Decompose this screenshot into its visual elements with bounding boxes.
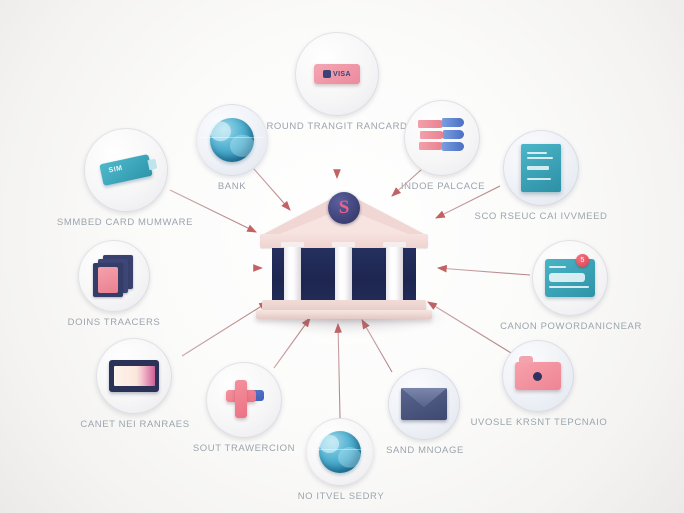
usb-tip [147,158,158,170]
node-canet-nei[interactable]: CANET NEI RANRAES [80,338,189,430]
node-canon-power[interactable]: 5 CANON POWORDANICNEAR [500,240,641,332]
node-bubble [196,104,268,176]
link-uvosle-krsnt [427,301,517,357]
monitor-screen [113,366,155,386]
node-label: SAND MNOAGE [386,445,464,456]
node-bubble [78,240,150,312]
link-smbed-card [169,189,257,233]
node-bubble [502,340,574,412]
link-no-itvel-sedry [334,322,343,419]
book-line [527,152,547,154]
node-doins-traacers[interactable]: DOINS TRAACERS [68,240,160,328]
fan-pages-icon [418,116,466,160]
card-stripe [549,286,589,288]
node-label: ROUND TRANGIT RANCARD [266,121,408,132]
column-3 [383,242,406,307]
node-bubble [388,368,460,440]
node-label: CANET NEI RANRAES [80,419,190,430]
node-label: SCO RSEUC CAI IVVMEED [474,211,608,222]
globe-meridian [196,104,268,176]
usb-stick-icon: SIM [99,154,158,186]
node-label: BANK [217,181,247,192]
chip-text: VISA [333,70,351,78]
node-label: DOINS TRAACERS [67,317,161,328]
bank-seal-icon: S [328,192,360,224]
node-sand-mnoage[interactable]: SAND MNOAGE [386,368,463,456]
node-bubble [503,130,579,206]
building-base [256,310,432,319]
link-canet-nei [181,301,269,357]
pink-camera-icon [515,356,561,390]
fan-leaf [443,130,464,139]
chip-square [323,70,332,78]
node-no-itvel-sedry[interactable]: NO ITVEL SEDRY [298,418,384,502]
node-bank[interactable]: BANK [196,104,268,192]
camera-lens [533,372,542,381]
notification-badge: 5 [576,254,589,267]
cross-pink-stem [235,380,247,418]
node-round-transit-rancard[interactable]: VISA ROUND TRANGIT RANCARD [266,32,407,132]
node-smbed-card[interactable]: SIM SMMBED CARD MUMWARE [57,128,192,228]
node-sout-trawercion[interactable]: SOUT TRAWERCION [193,362,295,454]
teal-form-card-icon: 5 [545,254,595,297]
book-line [527,157,553,159]
fan-leaf [419,142,444,150]
link-canon-power [436,264,531,276]
link-sco-rseuc [435,185,501,219]
globe-parallel [308,449,372,451]
usb-label: SIM [108,164,124,175]
link-sand-mnoage [361,319,393,373]
column-1 [281,242,304,307]
fan-leaf [442,142,464,151]
node-sco-rseuc[interactable]: SCO RSEUC CAI IVVMEED [475,130,607,222]
stylobate [262,300,426,312]
node-indoe-palcace[interactable]: INDOE PALCACE [401,100,484,192]
fan-leaf [442,118,464,127]
node-uvosle-krsnt[interactable]: UVOSLE KRSNT TEPCNAIO [471,340,607,428]
node-label: UVOSLE KRSNT TEPCNAIO [470,417,608,428]
camera-bump [519,356,533,363]
node-bubble: VISA [295,32,379,116]
node-label: INDOE PALCACE [400,181,486,192]
fan-leaf [420,131,444,139]
node-bubble [306,418,374,486]
book-line [527,166,549,170]
link-sout-trawercion [273,317,311,369]
node-label: SMMBED CARD MUMWARE [56,217,194,228]
globe-icon [196,104,268,176]
node-label: NO ITVEL SEDRY [297,491,385,502]
doc-page [98,267,118,293]
card-stripe [549,266,566,268]
envelope-flap [401,388,447,408]
node-bubble: 5 [532,240,608,316]
globe-meridian [306,418,374,486]
card-field [549,273,585,282]
teal-book-icon [521,144,561,192]
envelope-icon [401,388,447,420]
globe-icon [306,418,374,486]
node-label: CANON POWORDANICNEAR [500,321,642,332]
column-2 [332,242,355,307]
bank-building[interactable]: S [256,178,432,319]
fan-leaf [418,120,444,128]
monitor-icon [109,360,159,392]
pink-card-badge-icon: VISA [314,64,360,84]
plus-cross-icon [220,376,268,424]
book-line [527,178,551,180]
node-bubble [206,362,282,438]
node-bubble [96,338,172,414]
globe-parallel [198,137,266,139]
node-label: SOUT TRAWERCION [192,443,296,454]
documents-icon [93,255,135,297]
node-bubble: SIM [84,128,168,212]
node-bubble [404,100,480,176]
